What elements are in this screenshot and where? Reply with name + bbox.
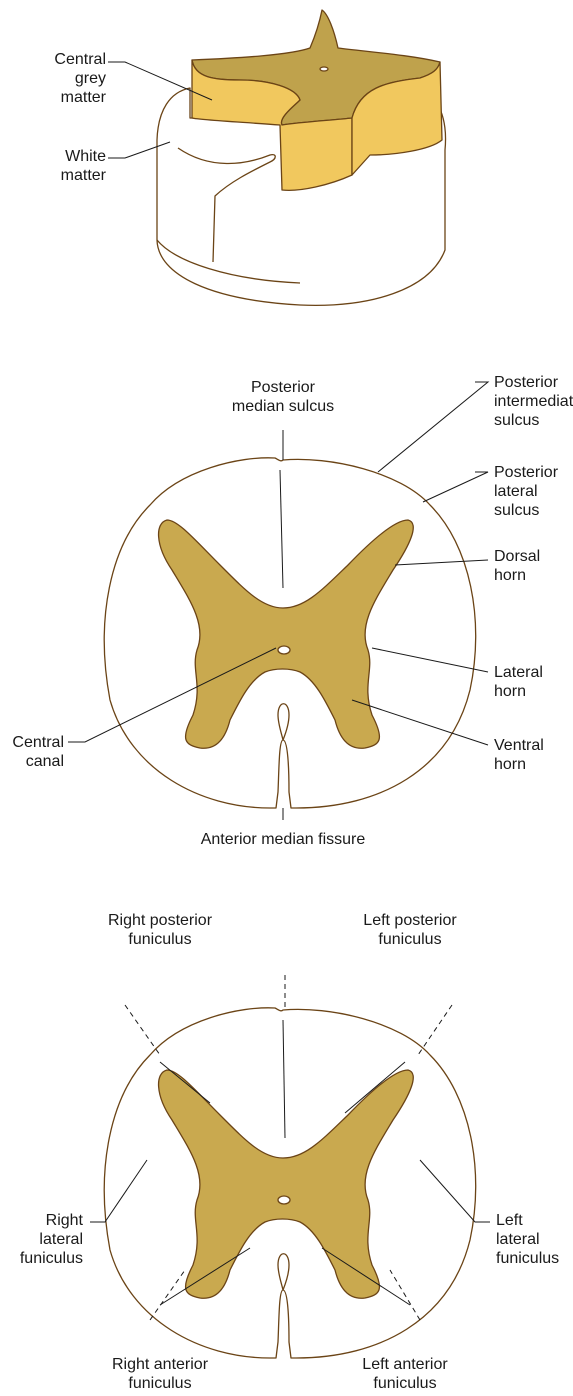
label-central-canal: Central canal [12,733,64,771]
panel-cross-section [104,458,475,808]
label-posterior-intermediate-sulcus: Posterior intermediate sulcus [494,373,573,430]
label-posterior-median-sulcus: Posterior median sulcus [183,378,383,416]
label-anterior-median-fissure: Anterior median fissure [133,830,433,849]
label-right-posterior-funiculus: Right posterior funiculus [70,911,250,949]
label-left-anterior-funiculus: Left anterior funiculus [315,1355,495,1393]
label-central-grey-matter: Central grey matter [54,50,106,107]
label-left-lateral-funiculus: Left lateral funiculus [496,1211,559,1268]
label-lateral-horn: Lateral horn [494,663,543,701]
label-posterior-lateral-sulcus: Posterior lateral sulcus [494,463,558,520]
label-left-posterior-funiculus: Left posterior funiculus [320,911,500,949]
central-canal-2 [278,1196,290,1204]
divider-right-posterior [125,1005,160,1055]
panel-3d-block [157,10,446,305]
label-right-anterior-funiculus: Right anterior funiculus [70,1355,250,1393]
label-ventral-horn: Ventral horn [494,736,544,774]
leader-posterior-intermediate-sulcus [378,382,488,472]
label-white-matter: White matter [61,147,106,185]
label-dorsal-horn: Dorsal horn [494,547,540,585]
panel-funiculi [104,1008,475,1358]
label-right-lateral-funiculus: Right lateral funiculus [20,1211,83,1268]
central-canal-top [320,67,328,71]
leader-posterior-lateral-sulcus [423,472,488,502]
central-canal [278,646,290,654]
